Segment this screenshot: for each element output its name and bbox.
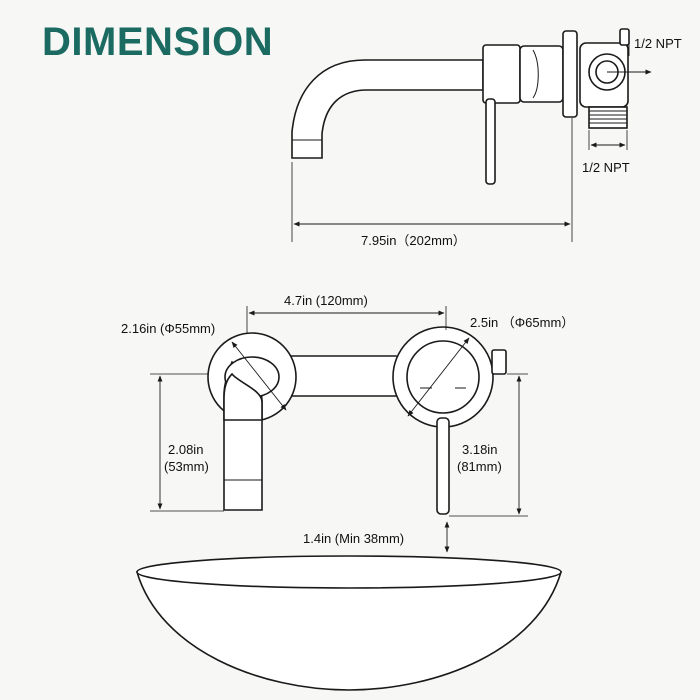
page-title: DIMENSION — [42, 20, 274, 64]
center-distance-label: 4.7in (120mm) — [284, 293, 368, 308]
basin-clearance-label: 1.4in (Min 38mm) — [303, 531, 404, 546]
handle-diameter-leader — [407, 337, 470, 417]
side-valve-top-stub — [619, 28, 630, 46]
side-view: 1/2 NPT 1/2 NPT 7.95in（202mm） — [291, 28, 682, 248]
side-threaded-inlet — [588, 106, 628, 129]
handle-diameter-label: 2.5in （Φ65mm） — [470, 315, 574, 330]
basin-rim — [136, 555, 562, 589]
side-lever-handle — [485, 98, 496, 185]
spout-diameter-leader — [231, 341, 287, 411]
inlet-top-label: 1/2 NPT — [634, 36, 682, 51]
side-thread-lines — [589, 110, 627, 124]
side-collar-shade — [532, 49, 539, 99]
front-connector-bar — [287, 355, 399, 397]
front-view: 4.7in (120mm) 2.16in (Φ55mm) 2.5in （Φ65m… — [121, 293, 574, 553]
side-valve-collar — [519, 45, 564, 103]
spout-length-label: 7.95in（202mm） — [361, 233, 466, 248]
handle-height-in-label: 3.18in — [462, 442, 497, 457]
front-lever-handle — [436, 417, 450, 515]
spout-diameter-label: 2.16in (Φ55mm) — [121, 321, 215, 336]
front-handle-hub — [406, 340, 480, 414]
side-wall-flange — [562, 30, 578, 118]
handle-height-mm-label: (81mm) — [457, 459, 502, 474]
basin-bowl — [135, 571, 563, 691]
side-spout — [291, 59, 484, 159]
front-handle-right-stub — [491, 349, 507, 375]
side-valve-body — [482, 44, 521, 104]
spout-height-in-label: 2.08in — [168, 442, 203, 457]
spout-height-mm-label: (53mm) — [164, 459, 209, 474]
inlet-bottom-label: 1/2 NPT — [582, 160, 630, 175]
vessel-basin — [135, 555, 563, 691]
